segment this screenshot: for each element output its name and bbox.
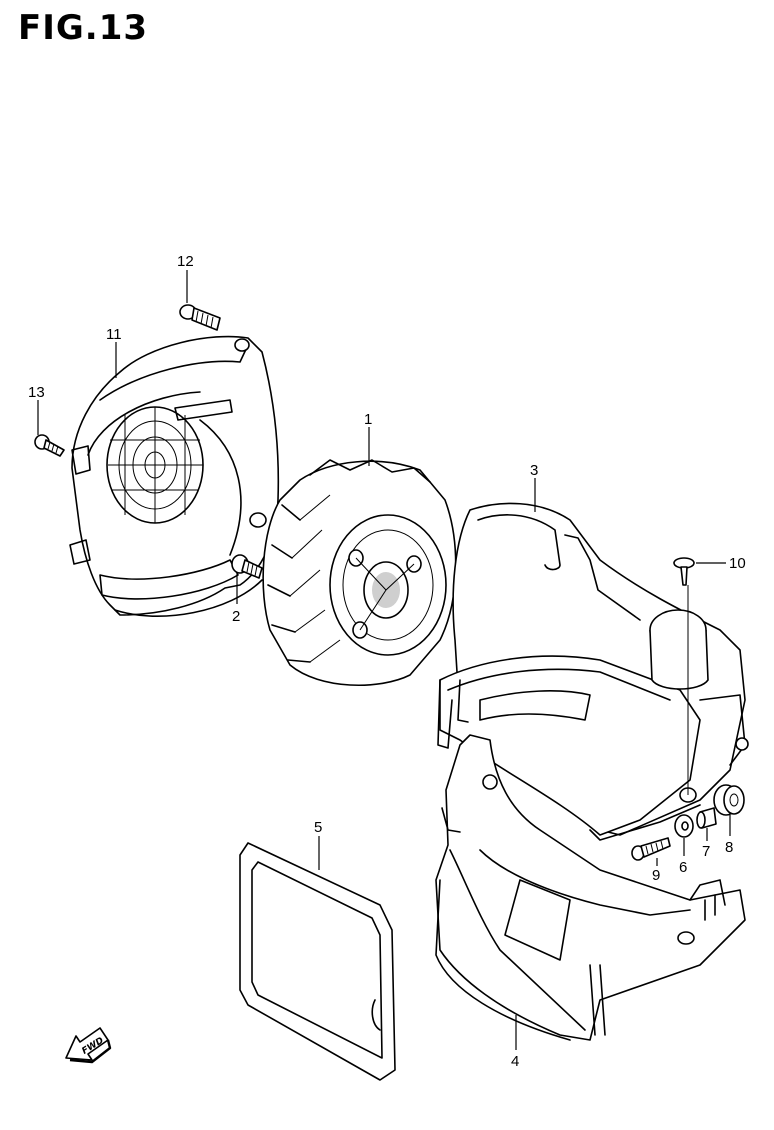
- callout-4: 4: [511, 1053, 519, 1070]
- screw-10: [673, 557, 695, 795]
- fan-cover-shroud: [69, 335, 280, 617]
- callout-3: 3: [530, 462, 538, 479]
- washer-6: [674, 814, 694, 838]
- fwd-arrow-icon: FWD: [65, 1027, 112, 1064]
- callout-7: 7: [702, 843, 710, 860]
- callout-1: 1: [364, 411, 372, 428]
- callout-10: 10: [729, 555, 746, 572]
- gasket-frame: [239, 842, 396, 1081]
- upper-air-cover: [437, 502, 749, 841]
- grommet-8: [713, 784, 745, 816]
- bolt-12: [179, 304, 221, 331]
- cooling-fan: [262, 459, 457, 687]
- callout-numbers: 12 11 13 1 2 3 10 5 9 6 7 8 4: [28, 253, 746, 1070]
- callout-11: 11: [106, 326, 122, 343]
- callout-5: 5: [314, 819, 322, 836]
- callout-2: 2: [232, 608, 240, 625]
- screw-13: [34, 434, 65, 457]
- callout-13: 13: [28, 384, 45, 401]
- callout-8: 8: [725, 839, 733, 856]
- figure-title: FIG.13: [18, 8, 149, 48]
- bolt-2: [231, 554, 263, 579]
- callout-9: 9: [652, 867, 660, 884]
- screw-9: [631, 837, 671, 861]
- callout-6: 6: [679, 859, 687, 876]
- callout-12: 12: [177, 253, 194, 270]
- lower-air-cover: [435, 734, 746, 1041]
- leader-lines: [37, 270, 731, 1050]
- collar-7: [696, 807, 717, 829]
